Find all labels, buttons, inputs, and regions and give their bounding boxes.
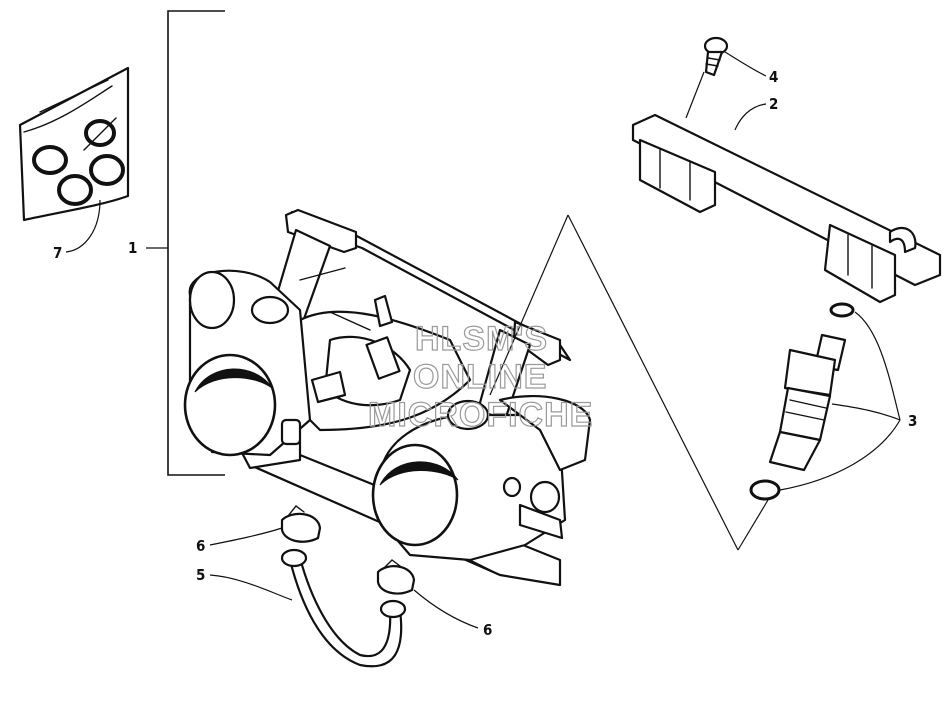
fuel-rail [631, 113, 942, 304]
assembly-bracket-line [167, 10, 225, 476]
vent-hose [280, 548, 407, 668]
callout-6-lower: 6 [483, 621, 492, 639]
callout-7: 7 [53, 244, 62, 262]
injector-location-line-b [567, 214, 739, 551]
callout-3: 3 [908, 412, 917, 430]
leader-line-4 [724, 51, 767, 77]
throttle-body-assembly [183, 208, 592, 587]
callout-1: 1 [128, 239, 137, 257]
injector-location-line-a [489, 214, 569, 396]
watermark-line-2: ONLINE [413, 358, 547, 396]
leader-line-6b [413, 589, 479, 629]
leader-line-3a [854, 311, 901, 421]
leader-line-7 [65, 199, 101, 253]
leader-line-3b [831, 403, 901, 421]
rail-screw [703, 36, 729, 77]
hose-clamp-upper [280, 505, 322, 543]
callout-6-upper: 6 [196, 537, 205, 555]
leader-line-6a [209, 527, 283, 546]
watermark-line-3: MICROFICHE [368, 396, 593, 434]
leader-line-4-drop [685, 71, 705, 119]
leader-line-5 [209, 574, 293, 601]
callout-2: 2 [769, 95, 778, 113]
callout-5: 5 [196, 566, 205, 584]
leader-line-3c [779, 419, 901, 491]
fuel-injector [749, 302, 855, 501]
leader-line-2 [734, 103, 767, 131]
callout-4: 4 [769, 68, 778, 86]
hose-clamp-lower [376, 559, 416, 595]
watermark-line-1: HLSM'S [415, 320, 548, 358]
injector-location-line-c [737, 499, 769, 551]
gasket-kit-bag [18, 66, 130, 222]
